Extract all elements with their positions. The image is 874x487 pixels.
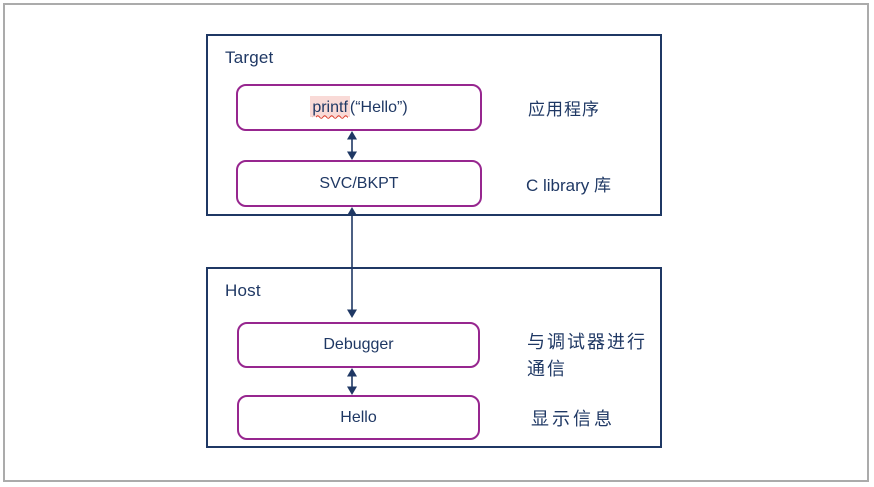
printf-box: printf(“Hello”) [236, 84, 482, 131]
label-c-library: C library 库 [526, 176, 612, 195]
label-display-info: 显示信息 [531, 408, 615, 429]
debugger-box: Debugger [237, 322, 480, 368]
printf-rest-text: (“Hello”) [349, 98, 408, 116]
label-communicate-with-debugger: 与调试器进行 通信 [527, 332, 647, 379]
debugger-text: Debugger [323, 336, 394, 353]
svc-bkpt-box: SVC/BKPT [236, 160, 482, 207]
outer-frame [3, 3, 869, 482]
target-group-box: Target [206, 34, 662, 216]
hello-text: Hello [340, 408, 377, 426]
printf-highlighted-word: printf [310, 95, 350, 117]
host-group-box: Host [206, 267, 662, 448]
svc-bkpt-text: SVC/BKPT [319, 174, 399, 192]
arrow-printf-svc [347, 131, 357, 160]
hello-box: Hello [237, 395, 480, 440]
host-title: Host [225, 281, 261, 300]
label-application: 应用程序 [528, 100, 600, 119]
arrow-debugger-hello [347, 368, 357, 395]
arrow-svc-debugger [347, 207, 357, 318]
printf-text: printf(“Hello”) [310, 95, 408, 117]
target-title: Target [225, 48, 274, 67]
